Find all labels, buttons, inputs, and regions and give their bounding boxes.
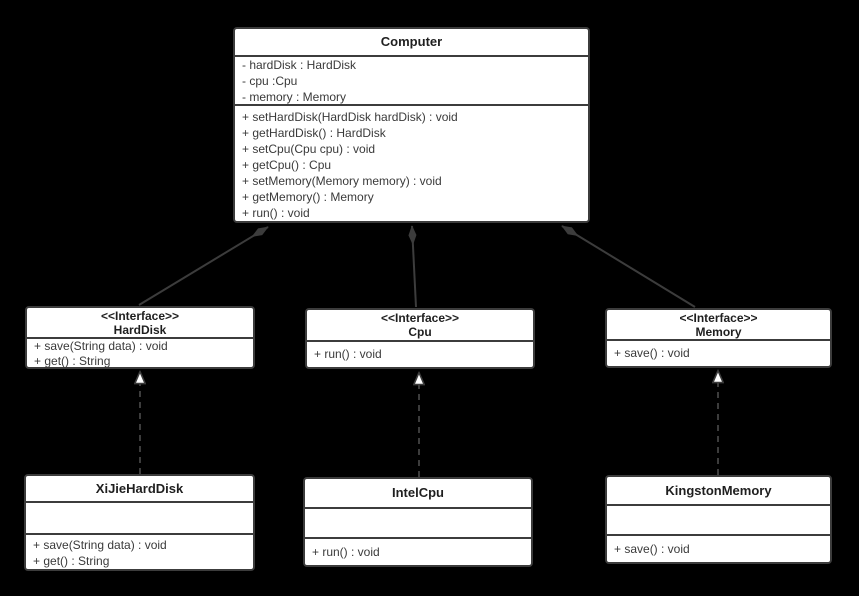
class-computer-title: Computer (235, 29, 588, 55)
interface-harddisk-name: HardDisk (113, 322, 167, 337)
method-row: + run() : void (242, 206, 310, 220)
class-computer-name: Computer (380, 34, 443, 49)
interface-cpu-methods: + run() : void (307, 340, 533, 367)
interface-memory-name: Memory (695, 324, 742, 339)
composition-edge-memory-computer[interactable] (561, 225, 696, 308)
method-row: + get() : String (34, 354, 111, 367)
class-intelcpu-name: IntelCpu (392, 485, 444, 500)
class-xijie-methods: + save(String data) : void + get() : Str… (26, 533, 253, 569)
class-intelcpu-fields-empty (305, 507, 531, 537)
class-xijie-name: XiJieHardDisk (95, 480, 184, 496)
interface-cpu-title: <<Interface>> Cpu (307, 310, 533, 340)
class-computer[interactable]: Computer - hardDisk : HardDisk - cpu :Cp… (233, 27, 590, 223)
interface-memory-methods: + save() : void (607, 339, 830, 366)
class-intelcpu-title: IntelCpu (305, 479, 531, 507)
method-row: + run() : void (314, 347, 382, 361)
interface-harddisk-title: <<Interface>> HardDisk (27, 308, 253, 337)
method-row: + get() : String (33, 554, 110, 568)
interface-cpu[interactable]: <<Interface>> Cpu + run() : void (305, 308, 535, 369)
class-kingston-methods: + save() : void (607, 534, 830, 562)
class-intelcpu-methods: + run() : void (305, 537, 531, 565)
method-row: + setHardDisk(HardDisk hardDisk) : void (242, 110, 458, 124)
field-row: - hardDisk : HardDisk (242, 58, 357, 72)
method-row: + save() : void (614, 542, 690, 556)
class-computer-fields: - hardDisk : HardDisk - cpu :Cpu - memor… (235, 55, 588, 104)
class-kingston-memory[interactable]: KingstonMemory + save() : void (605, 475, 832, 564)
class-xijie-harddisk[interactable]: XiJieHardDisk + save(String data) : void… (24, 474, 255, 571)
stereotype-label: <<Interface>> (100, 308, 180, 323)
method-row: + run() : void (312, 545, 380, 559)
class-intel-cpu[interactable]: IntelCpu + run() : void (303, 477, 533, 567)
method-row: + save(String data) : void (34, 339, 168, 353)
stereotype-label: <<Interface>> (679, 310, 758, 325)
class-computer-methods: + setHardDisk(HardDisk hardDisk) : void … (235, 104, 588, 221)
class-xijie-fields-empty (26, 501, 253, 533)
class-kingston-fields-empty (607, 504, 830, 534)
interface-harddisk-methods: + save(String data) : void + get() : Str… (27, 337, 253, 367)
class-kingston-title: KingstonMemory (607, 477, 830, 504)
method-row: + getMemory() : Memory (242, 190, 374, 204)
method-row: + setMemory(Memory memory) : void (242, 174, 442, 188)
interface-memory-title: <<Interface>> Memory (607, 310, 830, 339)
method-row: + save(String data) : void (33, 538, 167, 552)
method-row: + save() : void (614, 346, 690, 360)
method-row: + setCpu(Cpu cpu) : void (242, 142, 376, 156)
composition-edge-cpu-computer[interactable] (408, 225, 417, 308)
field-row: - memory : Memory (242, 90, 347, 104)
interface-memory[interactable]: <<Interface>> Memory + save() : void (605, 308, 832, 368)
method-row: + getHardDisk() : HardDisk (242, 126, 386, 140)
method-row: + getCpu() : Cpu (242, 158, 332, 172)
class-kingston-name: KingstonMemory (665, 482, 772, 498)
interface-cpu-name: Cpu (408, 325, 432, 339)
stereotype-label: <<Interface>> (380, 311, 460, 325)
field-row: - cpu :Cpu (242, 74, 298, 88)
interface-harddisk[interactable]: <<Interface>> HardDisk + save(String dat… (25, 306, 255, 369)
composition-edge-harddisk-computer[interactable] (138, 226, 269, 306)
class-xijie-title: XiJieHardDisk (26, 476, 253, 501)
